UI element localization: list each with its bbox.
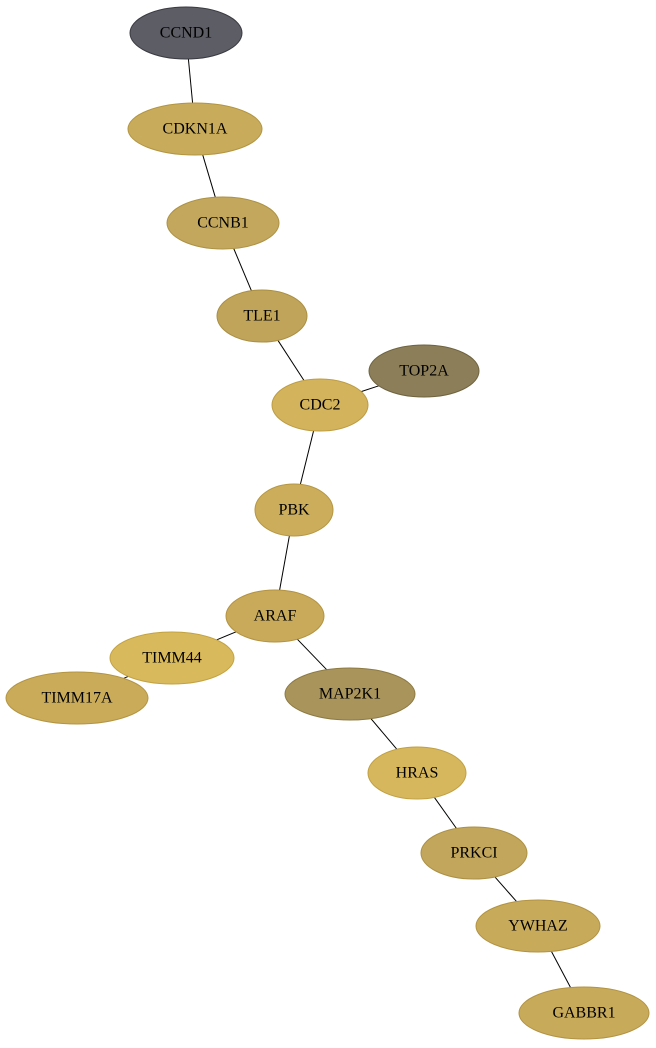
node-ccnb1[interactable]: CCNB1 — [166, 196, 280, 250]
node-map2k1[interactable]: MAP2K1 — [284, 667, 416, 721]
node-ellipse — [367, 746, 467, 800]
node-timm17a[interactable]: TIMM17A — [5, 671, 149, 725]
node-hras[interactable]: HRAS — [367, 746, 467, 800]
edge-map2k1-hras — [370, 718, 398, 750]
node-label: HRAS — [396, 765, 439, 782]
node-ellipse — [109, 631, 235, 685]
node-label: MAP2K1 — [319, 686, 381, 703]
node-araf[interactable]: ARAF — [225, 589, 325, 643]
edge-ywhaz-gabbr1 — [550, 951, 572, 988]
node-cdkn1a[interactable]: CDKN1A — [127, 102, 263, 156]
node-label: TIMM44 — [142, 650, 202, 667]
node-gabbr1[interactable]: GABBR1 — [518, 986, 650, 1040]
node-label: GABBR1 — [552, 1005, 615, 1022]
edge-araf-timm44 — [216, 631, 237, 641]
node-label: YWHAZ — [508, 918, 568, 935]
node-label: TOP2A — [399, 363, 449, 380]
node-ellipse — [271, 378, 369, 432]
edge-hras-prkci — [433, 797, 457, 829]
node-ellipse — [368, 344, 480, 398]
node-ellipse — [254, 483, 334, 537]
node-ellipse — [127, 102, 263, 156]
node-ywhaz[interactable]: YWHAZ — [475, 899, 601, 953]
node-ellipse — [216, 289, 308, 343]
node-cdc2[interactable]: CDC2 — [271, 378, 369, 432]
edge-araf-map2k1 — [296, 638, 328, 671]
edge-ccnd1-cdkn1a — [187, 58, 194, 104]
node-label: ARAF — [254, 608, 297, 625]
node-ellipse — [420, 826, 528, 880]
edges-layer — [123, 58, 572, 988]
node-ellipse — [225, 589, 325, 643]
node-ellipse — [518, 986, 650, 1040]
node-ellipse — [166, 196, 280, 250]
node-label: CCND1 — [160, 25, 212, 42]
edge-tle1-cdc2 — [277, 340, 305, 381]
node-ellipse — [284, 667, 416, 721]
node-ellipse — [5, 671, 149, 725]
edge-cdc2-pbk — [299, 430, 315, 485]
node-label: CCNB1 — [197, 215, 249, 232]
node-label: CDKN1A — [163, 121, 228, 138]
edge-prkci-ywhaz — [494, 876, 517, 902]
edge-ccnb1-tle1 — [233, 248, 252, 291]
node-prkci[interactable]: PRKCI — [420, 826, 528, 880]
edge-cdkn1a-ccnb1 — [202, 154, 216, 198]
node-timm44[interactable]: TIMM44 — [109, 631, 235, 685]
node-tle1[interactable]: TLE1 — [216, 289, 308, 343]
node-ellipse — [129, 6, 243, 60]
node-top2a[interactable]: TOP2A — [368, 344, 480, 398]
edge-timm44-timm17a — [123, 675, 129, 679]
node-label: PRKCI — [450, 845, 497, 862]
node-label: PBK — [278, 502, 310, 519]
node-pbk[interactable]: PBK — [254, 483, 334, 537]
node-ellipse — [475, 899, 601, 953]
edge-cdc2-top2a — [360, 385, 379, 393]
node-label: TIMM17A — [41, 690, 113, 707]
node-label: CDC2 — [300, 397, 341, 414]
node-ccnd1[interactable]: CCND1 — [129, 6, 243, 60]
edge-pbk-araf — [279, 535, 290, 591]
node-label: TLE1 — [243, 308, 280, 325]
